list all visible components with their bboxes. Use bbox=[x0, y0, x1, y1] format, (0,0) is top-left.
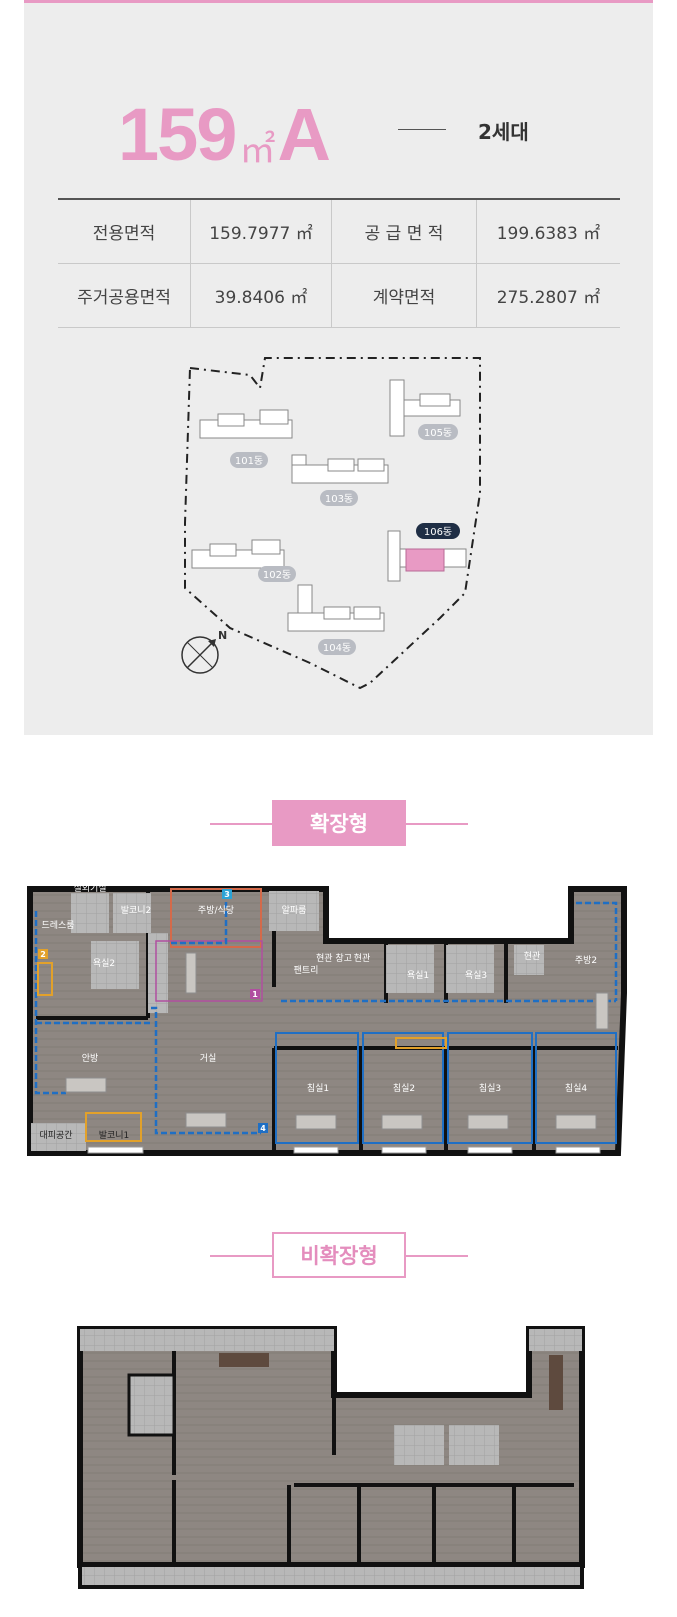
heading-line-left bbox=[210, 1255, 272, 1257]
building-label-103: 103동 bbox=[325, 493, 353, 505]
standard-plan-title: 비확장형 bbox=[272, 1232, 406, 1278]
room-label-bed2: 침실2 bbox=[393, 1083, 415, 1094]
area-table: 전용면적 159.7977 ㎡ 공 급 면 적 199.6383 ㎡ 주거공용면… bbox=[58, 198, 620, 328]
top-accent-bar bbox=[24, 0, 653, 3]
room-label-balcony2: 발코니2 bbox=[121, 905, 152, 916]
room-label-pantry: 팬트리 bbox=[294, 965, 319, 976]
area-value: 199.6383 ㎡ bbox=[476, 199, 620, 264]
option-marker-2: 2 bbox=[40, 950, 46, 959]
room-label-bed3: 침실3 bbox=[479, 1083, 501, 1094]
households-count: 2세대 bbox=[478, 120, 529, 144]
heading-line-left bbox=[210, 823, 272, 825]
compass-north-label: N bbox=[218, 629, 227, 642]
site-map: 101동 103동 105동 102동 104동 bbox=[181, 357, 481, 690]
expanded-plan-title: 확장형 bbox=[272, 800, 406, 846]
room-label-bed1: 침실1 bbox=[307, 1083, 329, 1094]
area-value: 39.8406 ㎡ bbox=[190, 263, 332, 328]
table-row: 전용면적 159.7977 ㎡ 공 급 면 적 199.6383 ㎡ bbox=[58, 199, 620, 264]
room-label-entrance: 현관 bbox=[354, 953, 371, 964]
heading-line-right bbox=[406, 823, 468, 825]
building-106: 106동 bbox=[387, 523, 467, 582]
unit-size-unit: ㎡ bbox=[239, 129, 276, 170]
area-label: 전용면적 bbox=[58, 199, 191, 264]
room-label-shelter: 대피공간 bbox=[39, 1130, 72, 1141]
room-label-balcony1: 발코니1 bbox=[99, 1130, 130, 1141]
room-label-master: 안방 bbox=[82, 1053, 99, 1064]
standard-floor-plan bbox=[77, 1326, 585, 1589]
room-label-bed4: 침실4 bbox=[565, 1083, 588, 1094]
compass-icon: N bbox=[181, 629, 227, 674]
area-value: 275.2807 ㎡ bbox=[476, 263, 620, 328]
room-label-alpha: 알파룸 bbox=[282, 905, 307, 916]
table-row: 주거공용면적 39.8406 ㎡ 계약면적 275.2807 ㎡ bbox=[58, 263, 620, 328]
option-marker-4: 4 bbox=[260, 1124, 266, 1133]
area-label: 주거공용면적 bbox=[58, 263, 191, 328]
building-105: 105동 bbox=[389, 379, 461, 440]
area-label: 계약면적 bbox=[331, 263, 477, 328]
expanded-floor-plan: 실외기실 발코니2 드레스룸 욕실2 주방/식당 알파룸 팬트리 현관 창고 현… bbox=[27, 883, 627, 1156]
building-104: 104동 bbox=[287, 584, 385, 655]
area-value: 159.7977 ㎡ bbox=[190, 199, 332, 264]
unit-size-number: 159 bbox=[118, 93, 237, 176]
building-label-102: 102동 bbox=[263, 569, 291, 581]
unit-title: 159 ㎡ A bbox=[118, 82, 331, 172]
heading-line-right bbox=[406, 1255, 468, 1257]
standard-plan-heading: 비확장형 bbox=[210, 1232, 468, 1278]
building-label-101: 101동 bbox=[235, 455, 263, 467]
expanded-plan-heading: 확장형 bbox=[210, 800, 468, 846]
option-marker-3: 3 bbox=[224, 890, 230, 899]
area-label: 공 급 면 적 bbox=[331, 199, 477, 264]
building-102: 102동 bbox=[191, 539, 296, 582]
unit-type-letter: A bbox=[277, 93, 331, 176]
site-boundary bbox=[184, 357, 481, 690]
building-label-106: 106동 bbox=[424, 526, 452, 538]
option-marker-1: 1 bbox=[252, 990, 258, 999]
room-label-outdoor-unit: 실외기실 bbox=[73, 883, 106, 894]
room-label-living: 거실 bbox=[200, 1053, 217, 1064]
building-label-104: 104동 bbox=[323, 642, 351, 654]
building-label-105: 105동 bbox=[424, 427, 452, 439]
room-label-entry-storage: 현관 창고 bbox=[316, 953, 352, 964]
room-label-kitchen: 주방/식당 bbox=[198, 905, 234, 916]
room-label-bath1: 욕실1 bbox=[407, 970, 429, 981]
building-103: 103동 bbox=[291, 454, 389, 506]
title-divider bbox=[398, 129, 446, 130]
room-label-dressroom: 드레스룸 bbox=[41, 920, 74, 931]
building-101: 101동 bbox=[199, 409, 293, 468]
room-label-bath3: 욕실3 bbox=[465, 970, 487, 981]
room-label-bath2: 욕실2 bbox=[93, 958, 115, 969]
room-label-kitchen2: 주방2 bbox=[575, 955, 597, 966]
room-label-entrance2: 현관 bbox=[524, 951, 541, 962]
